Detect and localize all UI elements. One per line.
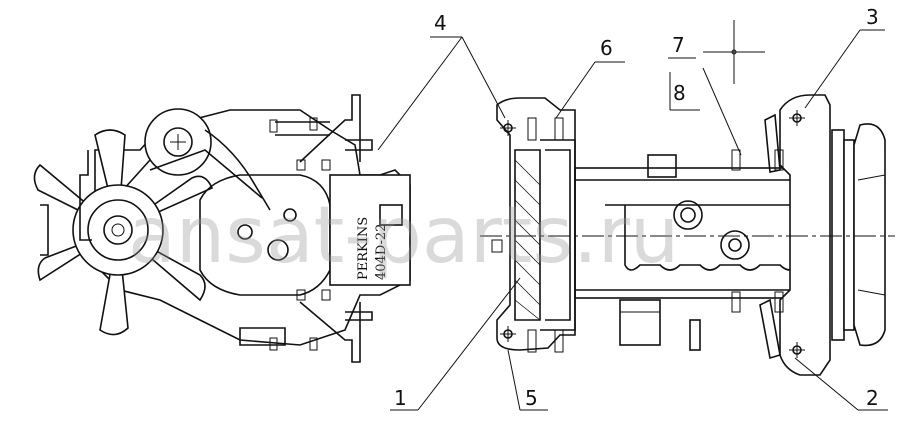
- engine-model-line1: PERKINS: [356, 217, 371, 280]
- callout-2: 2: [866, 386, 879, 410]
- callout-labels: 4 6 3 7 8 1 5 2: [394, 5, 879, 410]
- callout-1: 1: [394, 386, 407, 410]
- callout-6: 6: [600, 36, 613, 60]
- callout-lines: [377, 29, 888, 411]
- engine-model-line2: 404D-22: [374, 224, 389, 280]
- callout-7: 7: [672, 33, 685, 57]
- engine-top-view: [480, 94, 895, 376]
- callout-4: 4: [434, 11, 447, 35]
- callout-3: 3: [866, 5, 879, 29]
- callout-8: 8: [673, 81, 686, 105]
- watermark-text: ansat-parts.ru: [128, 191, 679, 281]
- callout-5: 5: [525, 386, 538, 410]
- engine-side-view: PERKINS 404D-22: [33, 94, 411, 363]
- crosshair-marker: [703, 20, 765, 84]
